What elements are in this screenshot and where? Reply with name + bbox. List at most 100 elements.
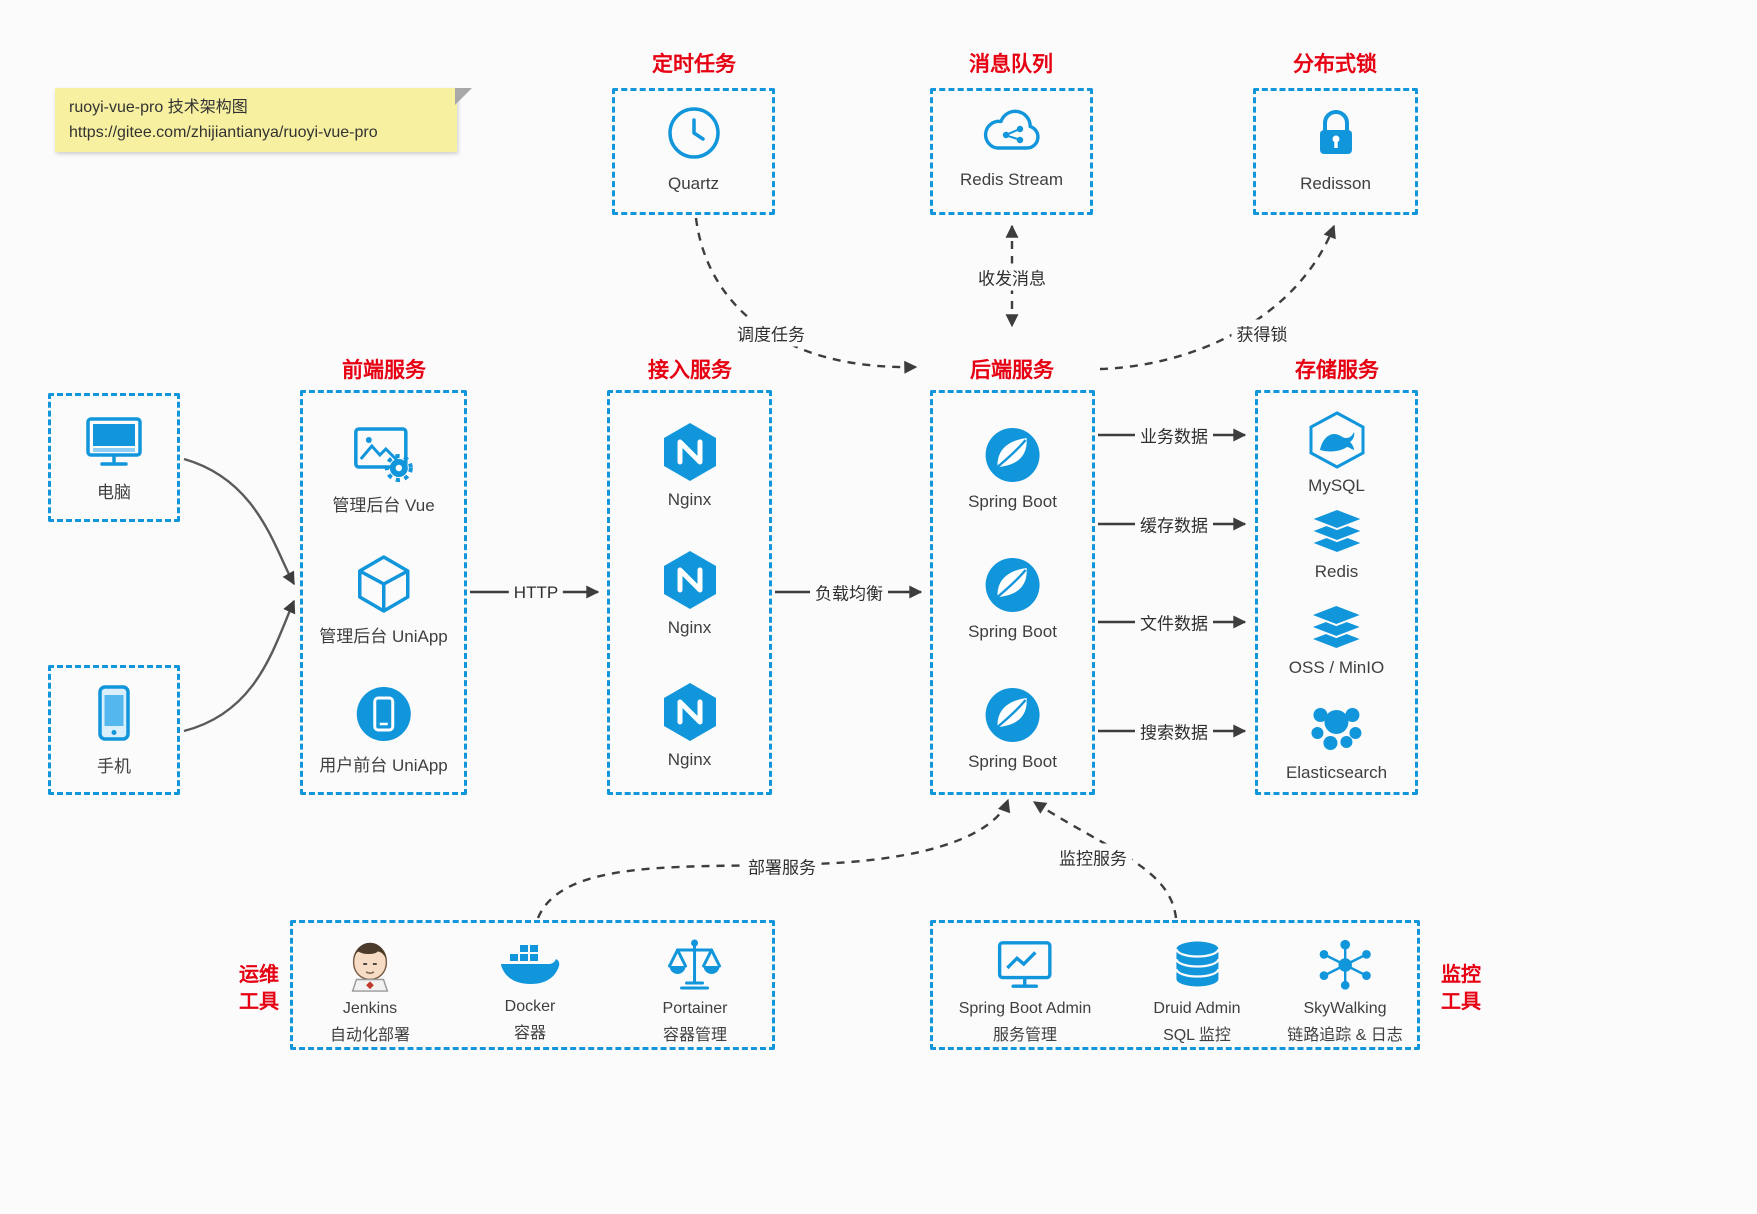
elasticsearch-cluster-icon	[1306, 699, 1366, 757]
portainer-scales-icon	[666, 937, 724, 993]
quartz-label: Quartz	[667, 174, 720, 193]
item-label: Spring Boot	[968, 752, 1057, 771]
tool-desc: 自动化部署	[329, 1027, 411, 1044]
monitoring-title-line1: 监控	[1441, 964, 1481, 986]
ops-title-line2: 工具	[239, 991, 279, 1013]
phone-label: 手机	[97, 757, 131, 776]
spring-boot-icon	[983, 425, 1043, 485]
edge-label-load-balance: 负载均衡	[810, 578, 888, 606]
edge-label-file-data: 文件数据	[1135, 608, 1213, 636]
nginx-icon	[661, 681, 719, 743]
item-label: Elasticsearch	[1285, 763, 1388, 782]
monitoring-tools-title: 监控 工具	[1438, 962, 1484, 1016]
user-uniapp-circle-icon	[353, 684, 413, 744]
spring-boot-icon	[983, 685, 1043, 745]
sticky-note: ruoyi-vue-pro 技术架构图 https://gitee.com/zh…	[55, 88, 472, 152]
item-label: MySQL	[1308, 476, 1365, 495]
edge-label-http: HTTP	[508, 582, 564, 604]
item-label: 用户前台 UniApp	[319, 756, 448, 775]
backend-box: Spring Boot Spring Boot Spring Boot	[930, 390, 1095, 795]
tool-name: Jenkins	[342, 1000, 398, 1017]
edge-label-acquire-lock: 获得锁	[1231, 319, 1293, 347]
scheduled-task-box: Quartz	[612, 88, 775, 215]
pc-monitor-icon	[83, 413, 145, 469]
gateway-item-nginx-3: Nginx	[661, 681, 719, 770]
redisson-label: Redisson	[1300, 174, 1371, 193]
gateway-item-nginx-1: Nginx	[661, 421, 719, 510]
phone-icon	[92, 683, 136, 743]
backend-title: 后端服务	[970, 359, 1054, 382]
docker-whale-icon	[498, 937, 562, 991]
tool-name: Spring Boot Admin	[958, 1000, 1092, 1017]
item-label: Nginx	[667, 490, 712, 509]
tool-name: SkyWalking	[1303, 1000, 1387, 1017]
ops-tools-title: 运维 工具	[236, 962, 282, 1016]
edge-label-send-receive-message: 收发消息	[973, 263, 1051, 291]
item-label: Nginx	[667, 618, 712, 637]
message-queue-box: Redis Stream	[930, 88, 1093, 215]
monitoring-item-druid: Druid Admin SQL 监控	[1153, 937, 1241, 1047]
backend-item-springboot-3: Spring Boot	[968, 685, 1057, 772]
edge-label-deploy-service: 部署服务	[743, 852, 821, 880]
spring-boot-admin-monitor-icon	[994, 937, 1056, 993]
item-label: Redis	[1314, 562, 1359, 581]
edge-label-business-data: 业务数据	[1135, 421, 1213, 449]
item-label: 管理后台 Vue	[332, 496, 435, 515]
storage-title: 存储服务	[1295, 359, 1379, 382]
ops-item-portainer: Portainer 容器管理	[662, 937, 728, 1047]
storage-box: MySQL Redis OSS / MinIO	[1255, 390, 1418, 795]
frontend-item-vue-admin: 管理后台 Vue	[332, 424, 435, 516]
distributed-lock-box: Redisson	[1253, 88, 1418, 215]
druid-database-icon	[1169, 937, 1225, 993]
distributed-lock-title: 分布式锁	[1293, 53, 1377, 76]
quartz-clock-icon	[665, 104, 723, 162]
message-queue-title: 消息队列	[969, 53, 1053, 76]
item-label: OSS / MinIO	[1288, 658, 1385, 677]
edge-acquire-lock	[1099, 224, 1336, 371]
scheduled-task-title: 定时任务	[652, 53, 736, 76]
edge-phone-to-frontend	[183, 599, 296, 733]
tool-desc: SQL 监控	[1163, 1027, 1231, 1044]
edge-label-search-data: 搜索数据	[1135, 717, 1213, 745]
tool-name: Druid Admin	[1153, 1000, 1241, 1017]
spring-boot-icon	[983, 555, 1043, 615]
tool-desc: 容器管理	[662, 1027, 728, 1044]
skywalking-network-icon	[1316, 937, 1374, 993]
storage-item-elasticsearch: Elasticsearch	[1286, 699, 1387, 783]
edge-pc-to-frontend	[183, 457, 296, 586]
phone-client-box: 手机	[48, 665, 180, 795]
pc-label: 电脑	[97, 482, 131, 502]
edge-label-schedule-task: 调度任务	[732, 319, 810, 347]
vue-admin-icon	[352, 424, 416, 484]
monitoring-item-skywalking: SkyWalking 链路追踪 & 日志	[1287, 937, 1403, 1047]
uniapp-hexagon-icon	[353, 553, 413, 615]
redis-stream-label: Redis Stream	[960, 170, 1063, 189]
nginx-icon	[661, 421, 719, 483]
tool-name: Portainer	[662, 1000, 728, 1017]
edge-label-monitor-service: 监控服务	[1054, 843, 1132, 871]
tool-desc: 链路追踪 & 日志	[1287, 1027, 1403, 1044]
backend-item-springboot-2: Spring Boot	[968, 555, 1057, 642]
monitoring-title-line2: 工具	[1441, 991, 1481, 1013]
frontend-title: 前端服务	[342, 359, 426, 382]
ops-tools-box: Jenkins 自动化部署 Docker 容器	[290, 920, 775, 1050]
item-label: 管理后台 UniApp	[319, 627, 448, 646]
pc-client-box: 电脑	[48, 393, 180, 522]
ops-item-docker: Docker 容器	[498, 937, 562, 1045]
tool-name: Docker	[504, 998, 556, 1015]
monitoring-item-springbootadmin: Spring Boot Admin 服务管理	[958, 937, 1092, 1047]
ops-item-jenkins: Jenkins 自动化部署	[330, 937, 410, 1047]
mysql-icon	[1306, 410, 1368, 470]
nginx-icon	[661, 549, 719, 611]
item-label: Spring Boot	[968, 492, 1057, 511]
monitoring-tools-box: Spring Boot Admin 服务管理 Druid Admin SQL 监…	[930, 920, 1420, 1050]
redis-stack-icon	[1307, 507, 1367, 555]
note-title: ruoyi-vue-pro 技术架构图	[69, 99, 248, 116]
redisson-lock-icon	[1308, 104, 1364, 162]
edge-label-cache-data: 缓存数据	[1135, 510, 1213, 538]
gateway-item-nginx-2: Nginx	[661, 549, 719, 638]
note-fold-icon	[455, 88, 472, 105]
redis-stream-cloud-icon	[979, 104, 1045, 158]
gateway-box: Nginx Nginx Nginx	[607, 390, 772, 795]
